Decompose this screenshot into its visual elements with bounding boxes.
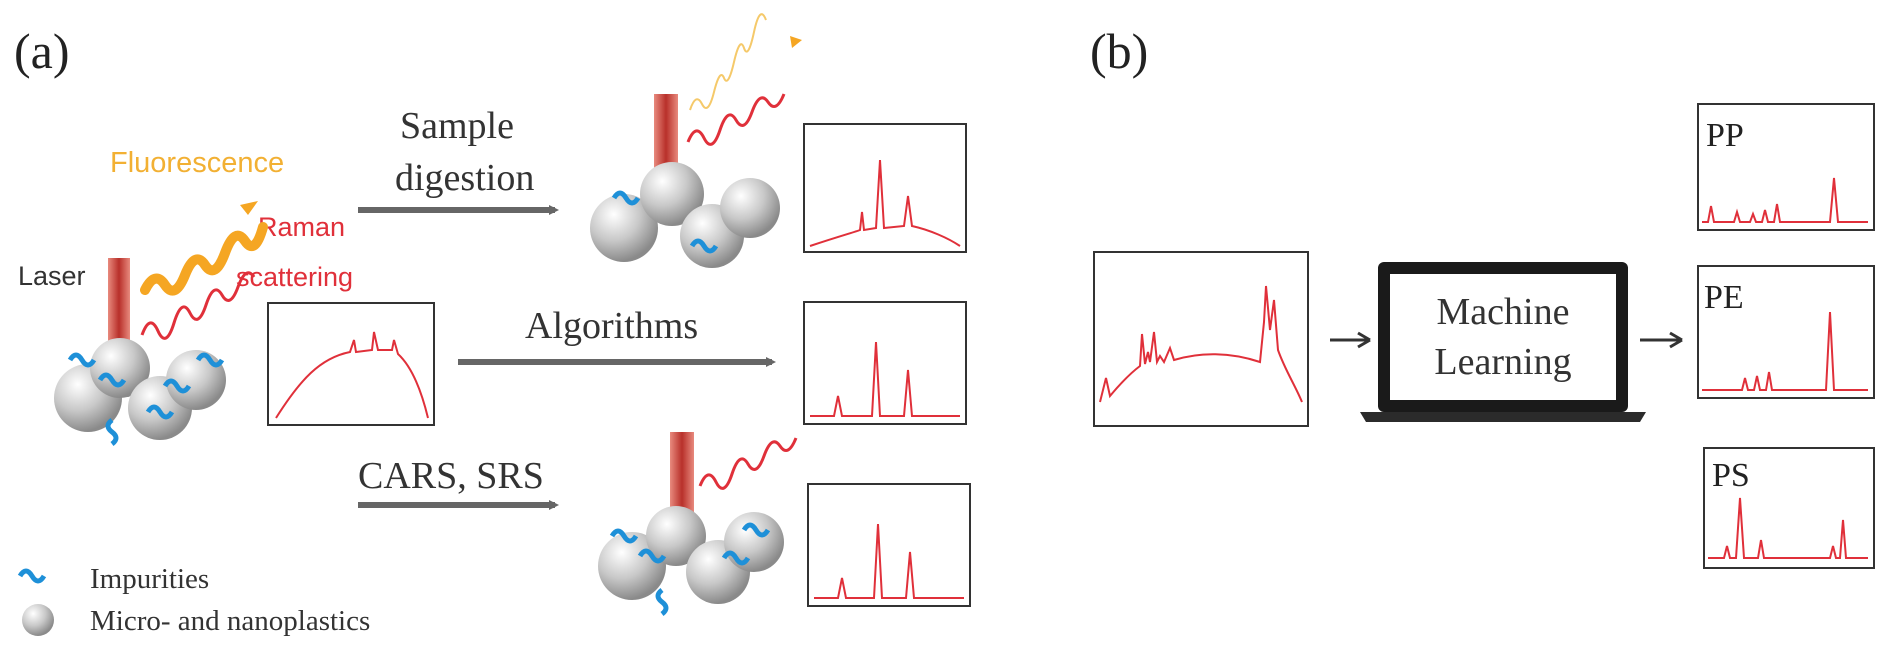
pe-label: PE bbox=[1704, 279, 1744, 316]
raman-wave bbox=[140, 271, 256, 340]
spectrum-cars-srs bbox=[807, 483, 971, 607]
impurity-squiggle-icon bbox=[105, 418, 119, 446]
arrow-from-ml-head bbox=[1669, 331, 1683, 349]
sample-label-line2: digestion bbox=[395, 157, 534, 199]
impurity-squiggle-icon bbox=[689, 238, 719, 254]
laser-label: Laser bbox=[18, 261, 86, 291]
plastic-particle-icon bbox=[646, 506, 706, 566]
legend-impurities-label: Impurities bbox=[90, 563, 209, 595]
legend-plastics-label: Micro- and nanoplastics bbox=[90, 605, 370, 637]
impurity-squiggle-icon bbox=[145, 404, 175, 420]
plastic-particle-icon bbox=[724, 512, 784, 572]
left-sample-group bbox=[54, 201, 268, 446]
impurity-squiggle-icon bbox=[741, 522, 771, 538]
digested-sample-group bbox=[590, 13, 802, 268]
legend-plastic-particle-icon bbox=[22, 604, 54, 636]
plastic-particle-icon bbox=[720, 178, 780, 238]
laptop-icon bbox=[1360, 262, 1646, 422]
spectrum-ps bbox=[1703, 447, 1875, 569]
cars-srs-sample-group bbox=[598, 432, 798, 616]
impurity-squiggle-icon bbox=[611, 190, 641, 206]
cars-srs-label: CARS, SRS bbox=[358, 455, 544, 497]
raw-spectrum-panel-a bbox=[267, 302, 435, 426]
raman-label-line2: scattering bbox=[236, 262, 353, 292]
fluorescence-wave-arrow bbox=[240, 201, 258, 215]
spectrum-pe bbox=[1697, 265, 1875, 399]
panel-a-label: (a) bbox=[14, 23, 70, 79]
laptop-base bbox=[1360, 412, 1646, 422]
fluorescence-wave bbox=[689, 13, 767, 111]
raman-label-line1: Raman bbox=[258, 212, 345, 242]
spectrum-pp bbox=[1697, 103, 1875, 231]
impurity-squiggle-icon bbox=[195, 352, 225, 368]
raman-wave bbox=[686, 93, 786, 146]
laptop-screen bbox=[1390, 274, 1616, 400]
ml-label-line1: Machine bbox=[1437, 291, 1570, 333]
legend-impurity-icon bbox=[17, 568, 47, 584]
raw-spectrum-panel-b bbox=[1093, 251, 1309, 427]
fluorescence-label: Fluorescence bbox=[110, 147, 284, 179]
pp-label: PP bbox=[1706, 117, 1744, 154]
fluorescence-wave bbox=[140, 222, 268, 296]
raman-wave bbox=[698, 437, 798, 490]
impurity-squiggle-icon bbox=[721, 550, 751, 566]
ps-label: PS bbox=[1712, 457, 1750, 494]
impurity-squiggle-icon bbox=[637, 548, 667, 564]
plastic-particle-icon bbox=[640, 162, 704, 226]
plastic-particle-icon bbox=[590, 194, 658, 262]
panel-b-label: (b) bbox=[1090, 23, 1148, 79]
fluorescence-wave-arrow bbox=[790, 36, 802, 48]
sample-label-line1: Sample bbox=[400, 105, 514, 147]
impurity-squiggle-icon bbox=[97, 372, 127, 388]
spectrum-algorithms bbox=[803, 301, 967, 425]
impurity-squiggle-icon bbox=[162, 378, 192, 394]
algorithms-label: Algorithms bbox=[525, 305, 698, 347]
arrow-to-ml-head bbox=[1357, 331, 1371, 349]
impurity-squiggle-icon bbox=[67, 352, 97, 368]
plastic-particle-icon bbox=[90, 338, 150, 398]
spectrum-digested bbox=[803, 123, 967, 253]
impurity-squiggle-icon bbox=[609, 528, 639, 544]
impurity-squiggle-icon bbox=[655, 588, 669, 616]
ml-label-line2: Learning bbox=[1434, 341, 1571, 383]
